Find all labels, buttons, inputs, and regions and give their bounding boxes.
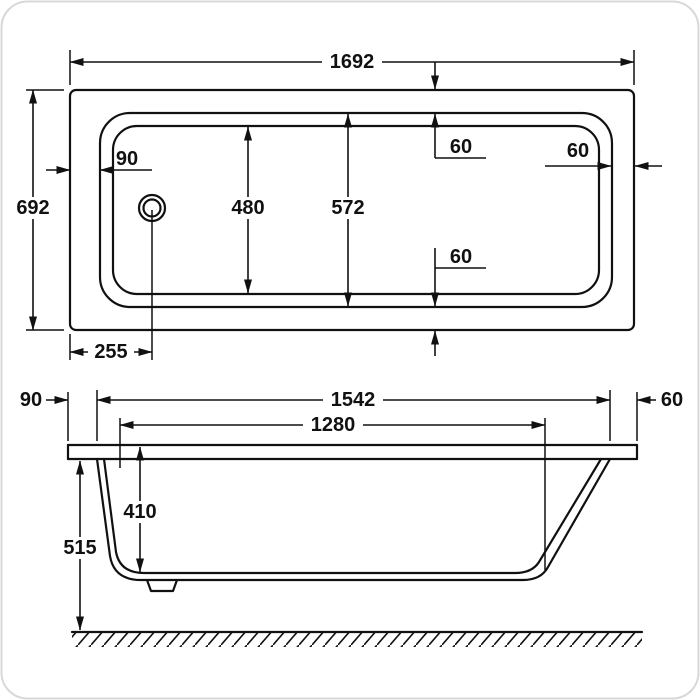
dim-label-right-offset: 60 <box>567 140 589 162</box>
dim-height: 515 <box>57 460 103 631</box>
dim-label-drain-offset: 255 <box>94 341 127 363</box>
dim-inner-width: 572 <box>325 113 371 307</box>
ground-hatch <box>72 633 642 647</box>
dim-label-overall-length: 1692 <box>330 51 375 73</box>
tub-outer-edge-top <box>68 88 636 332</box>
dim-base-length: 1280 <box>119 414 546 570</box>
dim-label-inner-width: 572 <box>331 197 364 219</box>
drain-fitting-profile <box>145 578 179 593</box>
dim-label-overall-width: 692 <box>16 197 49 219</box>
dim-right-overhang: 60 <box>636 389 683 411</box>
tub-outer-wall-profile <box>95 457 612 582</box>
dim-label-right-overhang: 60 <box>661 389 683 411</box>
dim-label-height: 515 <box>63 537 96 559</box>
dim-top-offset: 60 <box>431 62 486 159</box>
dim-basin-width: 480 <box>225 126 271 294</box>
dim-overall-width: 692 <box>10 89 64 331</box>
dim-label-base-length: 1280 <box>311 414 356 436</box>
dim-left-overhang: 90 <box>20 389 69 411</box>
dim-left-offset: 90 <box>46 148 152 174</box>
tub-rim-top <box>98 111 614 309</box>
tub-inner-wall-profile <box>102 457 603 575</box>
dim-label-basin-width: 480 <box>231 197 264 219</box>
top-view: 1692 692 90 480 572 <box>10 50 662 363</box>
dim-label-rim-opening-length: 1542 <box>331 389 376 411</box>
dim-overall-length: 1692 <box>69 50 635 85</box>
dim-label-left-overhang: 90 <box>20 389 42 411</box>
dim-label-left-offset: 90 <box>116 148 138 170</box>
tub-basin-top <box>111 124 601 296</box>
side-view: 1542 90 60 1280 410 <box>20 389 683 647</box>
dim-drain-offset: 255 <box>69 210 153 363</box>
dim-right-offset: 60 <box>545 140 662 170</box>
dim-bottom-offset: 60 <box>431 246 486 356</box>
dim-label-top-offset: 60 <box>450 136 472 158</box>
dim-depth: 410 <box>117 446 163 573</box>
dim-label-depth: 410 <box>123 501 156 523</box>
dim-label-bottom-offset: 60 <box>450 246 472 268</box>
